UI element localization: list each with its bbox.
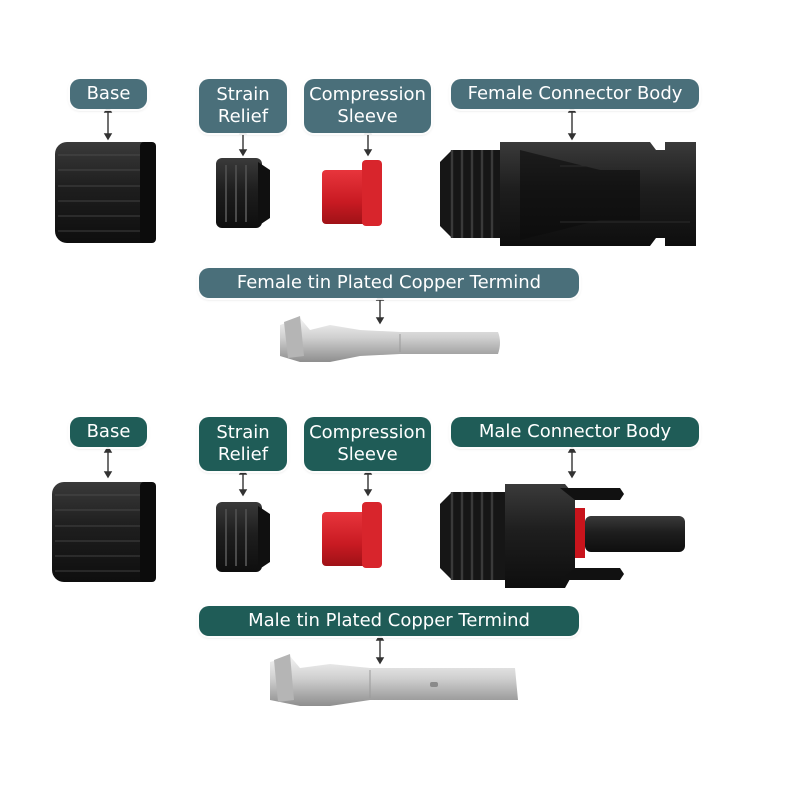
female-connector-body-label: Female Connector Body — [451, 79, 699, 109]
female-compression-text-1: Compression — [309, 84, 426, 105]
male-strain-relief — [216, 502, 270, 572]
female-compression-sleeve-label: Compression Sleeve — [304, 79, 431, 133]
male-connector-body-label: Male Connector Body — [451, 417, 699, 447]
female-strain-relief-text-1: Strain — [216, 84, 270, 105]
female-strain-relief-text-2: Relief — [217, 106, 269, 127]
male-compression-sleeve — [322, 502, 382, 568]
female-connector-body-text: Female Connector Body — [467, 83, 683, 104]
arrows-male — [103, 445, 577, 665]
female-terminal-label: Female tin Plated Copper Termind — [199, 268, 579, 298]
female-terminal-text: Female tin Plated Copper Termind — [236, 272, 542, 293]
male-compression-text-1: Compression — [309, 422, 426, 443]
female-base-text: Base — [86, 83, 131, 104]
male-terminal — [270, 654, 518, 706]
male-strain-relief-label: Strain Relief — [199, 417, 287, 471]
female-compression-text-2: Sleeve — [337, 106, 398, 127]
female-strain-relief — [216, 158, 270, 228]
male-connector-body-text: Male Connector Body — [478, 421, 672, 442]
female-base-cap — [55, 142, 156, 243]
male-base-label: Base — [70, 417, 147, 447]
female-base-label: Base — [70, 79, 147, 109]
male-base-cap — [52, 482, 156, 582]
male-compression-text-2: Sleeve — [337, 444, 398, 465]
male-terminal-text: Male tin Plated Copper Termind — [248, 610, 530, 631]
male-strain-relief-text-2: Relief — [217, 444, 269, 465]
female-terminal — [280, 316, 500, 362]
female-compression-sleeve — [322, 160, 382, 226]
male-base-text: Base — [86, 421, 131, 442]
male-connector-body — [440, 484, 685, 588]
male-compression-sleeve-label: Compression Sleeve — [304, 417, 431, 471]
male-terminal-label: Male tin Plated Copper Termind — [199, 606, 579, 636]
male-strain-relief-text-1: Strain — [216, 422, 270, 443]
female-connector-body — [440, 142, 696, 246]
female-strain-relief-label: Strain Relief — [199, 79, 287, 133]
